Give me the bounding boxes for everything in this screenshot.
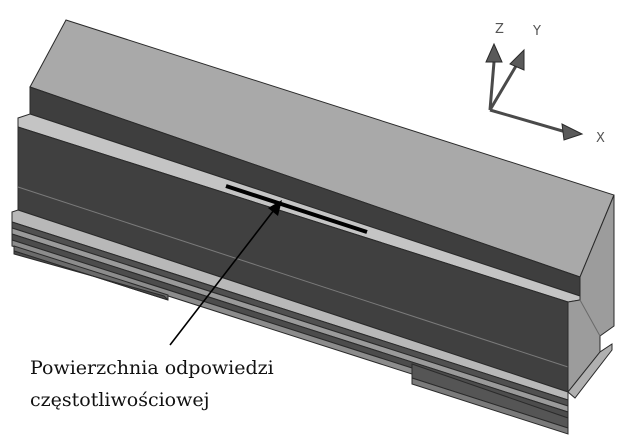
callout-leader-line bbox=[169, 209, 275, 346]
axis-y-line bbox=[488, 65, 518, 111]
beam-right-foot-lower bbox=[411, 377, 569, 435]
axis-y-arrow-icon bbox=[509, 48, 525, 71]
axis-z-label: Z bbox=[495, 22, 504, 37]
response-surface-marker bbox=[225, 184, 368, 234]
beam-left-foot-face bbox=[13, 250, 169, 301]
callout-label: Powierzchnia odpowiedzi częstotliwościow… bbox=[30, 352, 330, 416]
callout-label-line1: Powierzchnia odpowiedzi bbox=[30, 357, 274, 379]
callout-arrowhead bbox=[268, 200, 282, 216]
axis-x-line bbox=[489, 108, 567, 134]
beam-flange-1 bbox=[11, 209, 569, 401]
end-face-edge bbox=[579, 299, 601, 337]
callout-label-line2: częstotliwościowej bbox=[30, 389, 210, 411]
axis-x-arrow-icon bbox=[561, 123, 584, 141]
end-face-base bbox=[567, 343, 613, 399]
axis-z-arrow-icon bbox=[485, 42, 503, 63]
axis-x-label: X bbox=[596, 131, 605, 146]
axis-z-line bbox=[488, 61, 496, 111]
axis-triad: Z Y X bbox=[485, 22, 605, 146]
axis-y-label: Y bbox=[532, 24, 541, 39]
front-face-crease bbox=[17, 186, 569, 368]
